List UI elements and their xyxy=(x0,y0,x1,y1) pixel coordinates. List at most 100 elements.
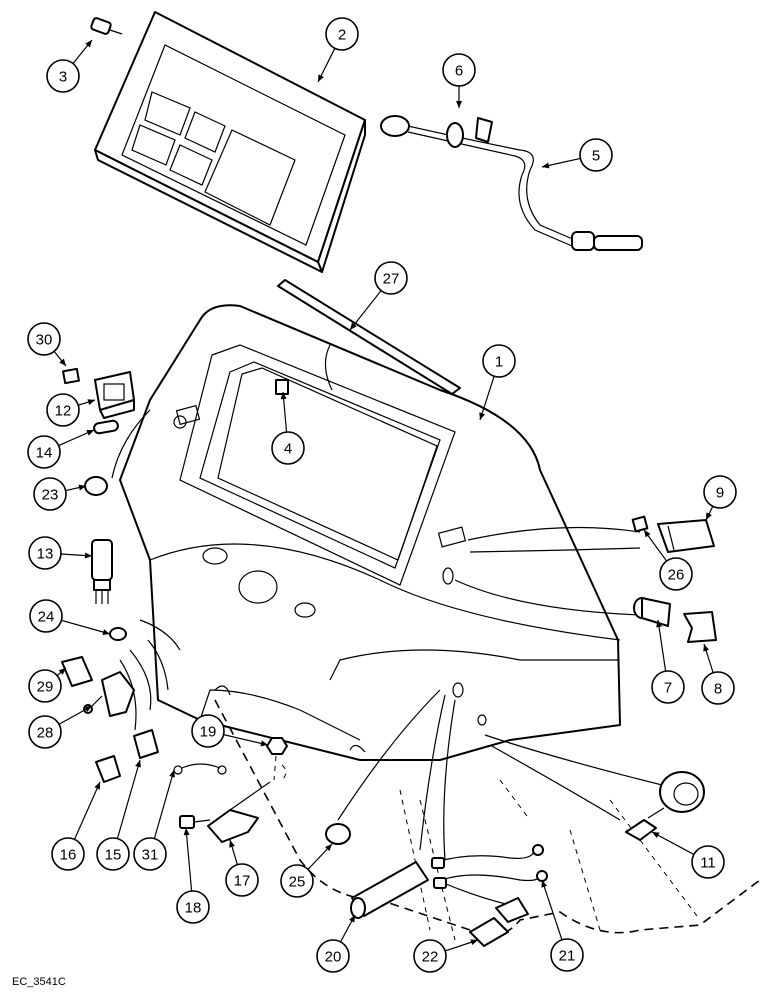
hazard-switch xyxy=(657,519,715,553)
callout-23: 23 xyxy=(33,477,87,511)
callout-circle xyxy=(96,837,130,871)
screw xyxy=(90,17,123,35)
callout-number: 14 xyxy=(36,445,53,462)
callout-circle xyxy=(46,393,80,427)
leader-arrowhead xyxy=(280,392,287,400)
callout-number: 15 xyxy=(105,847,122,864)
bulb xyxy=(93,419,119,435)
bulb-harness xyxy=(380,115,643,251)
callout-17: 17 xyxy=(225,839,259,897)
callout-circle xyxy=(703,475,737,509)
callout-circle xyxy=(701,671,735,705)
lamp-clip xyxy=(683,611,717,643)
leader-line xyxy=(185,827,193,892)
callout-circle xyxy=(374,261,408,295)
callout-circle xyxy=(51,837,85,871)
instrument-cluster xyxy=(94,11,366,273)
callout-circle xyxy=(27,322,61,356)
leader-line xyxy=(223,734,269,746)
leader-arrowhead xyxy=(652,832,660,838)
callout-31: 31 xyxy=(133,769,175,871)
leader-line xyxy=(651,831,695,855)
callout-number: 21 xyxy=(559,948,576,965)
callout-number: 8 xyxy=(714,681,722,698)
callout-25: 25 xyxy=(280,843,333,898)
callout-number: 12 xyxy=(55,403,72,420)
callout-9: 9 xyxy=(703,475,737,521)
callout-number: 22 xyxy=(422,949,439,966)
leader-arrowhead xyxy=(706,512,712,520)
callout-number: 7 xyxy=(664,680,672,697)
leader-line xyxy=(153,769,175,839)
leader-arrowhead xyxy=(58,668,66,675)
callout-number: 6 xyxy=(455,63,463,80)
warning-lamp xyxy=(633,597,671,627)
callout-8: 8 xyxy=(701,643,735,705)
switch-lens xyxy=(631,515,649,533)
callout-20: 20 xyxy=(316,914,356,973)
leader-line xyxy=(541,879,563,941)
flasher-unit xyxy=(91,539,113,604)
callout-circle xyxy=(27,435,61,469)
leader-arrowhead xyxy=(86,430,94,436)
leader-arrowhead xyxy=(644,530,651,538)
callout-number: 4 xyxy=(284,441,292,458)
fuse-harness xyxy=(431,844,548,947)
gasket xyxy=(61,656,93,687)
ignition-switch xyxy=(625,771,705,841)
leader-arrowhead xyxy=(229,840,235,848)
callout-circle xyxy=(33,477,67,511)
leader-arrowhead xyxy=(470,939,478,946)
leader-arrowhead xyxy=(135,760,141,768)
cap xyxy=(325,823,351,845)
callout-27: 27 xyxy=(349,261,408,331)
callout-number: 9 xyxy=(716,485,724,502)
grommet xyxy=(109,627,127,641)
dash-panel xyxy=(111,304,683,861)
leader-line xyxy=(657,619,667,672)
nut xyxy=(266,737,288,755)
leader-arrowhead xyxy=(59,358,66,366)
knob xyxy=(95,755,121,783)
callout-circle xyxy=(482,344,516,378)
dashed-outline xyxy=(214,699,761,941)
plug xyxy=(84,476,108,496)
callout-19: 19 xyxy=(191,714,269,748)
clip xyxy=(275,379,289,395)
callout-circle xyxy=(28,669,62,703)
callout-29: 29 xyxy=(28,667,67,703)
callout-circle xyxy=(28,715,62,749)
leader-arrowhead xyxy=(349,915,355,923)
leader-arrowhead xyxy=(84,706,92,713)
callout-number: 2 xyxy=(338,27,346,44)
leader-line xyxy=(349,290,382,331)
callout-circle xyxy=(325,17,359,51)
callout-number: 1 xyxy=(495,354,503,371)
callout-circle xyxy=(29,599,63,633)
callout-4: 4 xyxy=(271,391,305,465)
leader-arrowhead xyxy=(350,322,357,330)
callout-number: 13 xyxy=(37,546,54,563)
leader-arrowhead xyxy=(260,740,268,747)
callout-number: 18 xyxy=(185,900,202,917)
callout-circle xyxy=(280,864,314,898)
callout-2: 2 xyxy=(317,17,359,83)
callout-number: 30 xyxy=(36,332,53,349)
leader-arrowhead xyxy=(84,552,92,559)
callout-13: 13 xyxy=(28,536,93,570)
leader-line xyxy=(479,376,495,421)
callout-24: 24 xyxy=(29,599,111,635)
callout-26: 26 xyxy=(643,529,693,591)
callout-1: 1 xyxy=(479,344,516,421)
lighter xyxy=(350,861,429,919)
leader-arrowhead xyxy=(318,74,324,82)
callout-number: 19 xyxy=(200,724,217,741)
callout-number: 23 xyxy=(42,487,59,504)
callout-number: 27 xyxy=(383,271,400,288)
indicator-lens xyxy=(62,367,80,385)
callout-30: 30 xyxy=(27,322,67,367)
diagram-code: EC_3541C xyxy=(12,976,66,988)
callout-number: 25 xyxy=(289,874,306,891)
